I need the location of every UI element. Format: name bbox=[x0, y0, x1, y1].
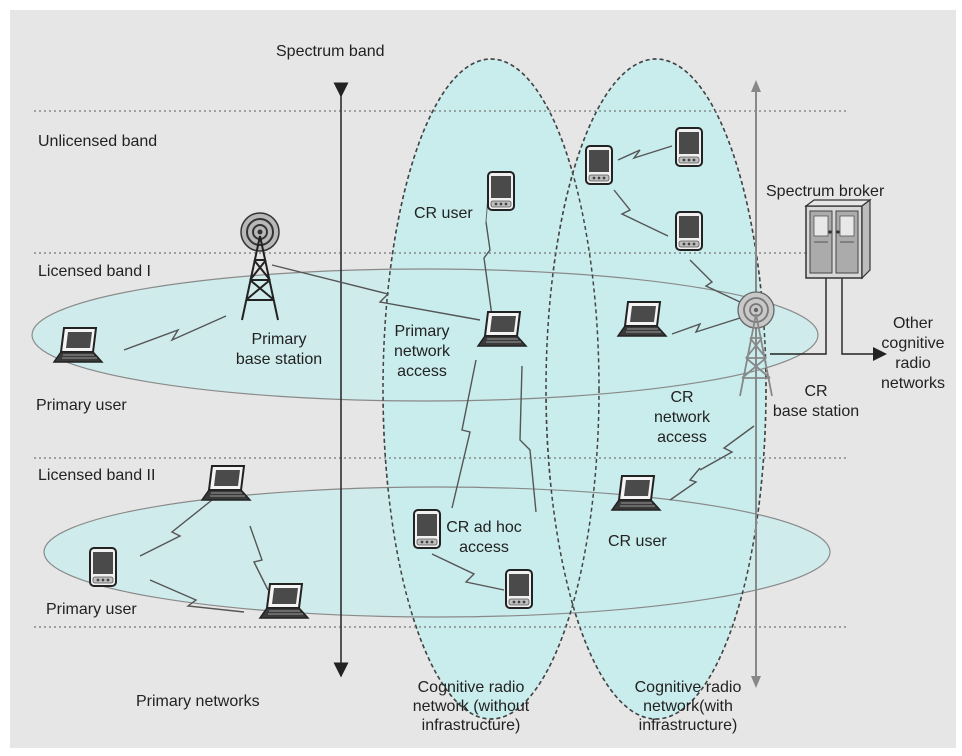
crn-without-infra-label: infrastructure) bbox=[422, 717, 521, 734]
tower-icon bbox=[240, 212, 280, 321]
pda-icon bbox=[505, 569, 533, 609]
primary-base-station bbox=[240, 212, 280, 321]
cr-base-station-label: CR bbox=[804, 383, 827, 400]
primary-user-label: Primary user bbox=[36, 397, 127, 414]
pda-icon bbox=[413, 509, 441, 549]
cr-network-access-label: CR bbox=[670, 389, 693, 406]
pda-icon bbox=[675, 211, 703, 251]
cr-base-station-label: base station bbox=[773, 403, 859, 420]
crn-with-infra-label: Cognitive radio bbox=[635, 679, 742, 696]
spectrum-axis-label: Spectrum band bbox=[276, 43, 385, 60]
cr-user-label: CR user bbox=[414, 205, 473, 222]
pda-icon bbox=[487, 171, 515, 211]
spectrum-broker-icon bbox=[804, 198, 872, 280]
crn-with-infra-label: network(with bbox=[643, 698, 733, 715]
cr-user-label: CR user bbox=[608, 533, 667, 550]
cr-base-station bbox=[737, 291, 775, 397]
pda-icon bbox=[585, 145, 613, 185]
crn-without-infra-label: Cognitive radio bbox=[418, 679, 525, 696]
licensed-band-2-network bbox=[43, 486, 831, 618]
crn-with-infra-label: infrastructure) bbox=[639, 717, 738, 734]
band-label-licensed-2: Licensed band II bbox=[38, 467, 155, 484]
primary-network-access-label: access bbox=[397, 363, 447, 380]
primary-network-access-label: Primary bbox=[394, 323, 449, 340]
primary-base-station-label: Primary bbox=[251, 331, 306, 348]
band-label-unlicensed: Unlicensed band bbox=[38, 133, 157, 150]
other-networks-label: cognitive bbox=[881, 335, 944, 352]
pda-icon bbox=[89, 547, 117, 587]
band-label-licensed-1: Licensed band I bbox=[38, 263, 151, 280]
pda-icon bbox=[675, 127, 703, 167]
band-separators bbox=[34, 110, 848, 628]
primary-base-station-label: base station bbox=[236, 351, 322, 368]
lightning-link-icon bbox=[123, 145, 755, 613]
spectrum-broker-label: Spectrum broker bbox=[766, 183, 885, 200]
other-networks-label: radio bbox=[895, 355, 931, 372]
crn-without-infra-label: network (without bbox=[413, 698, 530, 715]
primary-networks-label: Primary networks bbox=[136, 693, 260, 710]
cr-adhoc-access-label: access bbox=[459, 539, 509, 556]
broker-links bbox=[770, 276, 887, 361]
cr-network-access-label: network bbox=[654, 409, 711, 426]
cr-adhoc-access-label: CR ad hoc bbox=[446, 519, 522, 536]
cr-network-access-label: access bbox=[657, 429, 707, 446]
primary-user-label: Primary user bbox=[46, 601, 137, 618]
other-networks-label: networks bbox=[881, 375, 945, 392]
other-networks-label: Other bbox=[893, 315, 934, 332]
primary-network-access-label: network bbox=[394, 343, 451, 360]
licensed-band-1-network bbox=[31, 268, 819, 402]
tower-icon bbox=[737, 291, 775, 397]
